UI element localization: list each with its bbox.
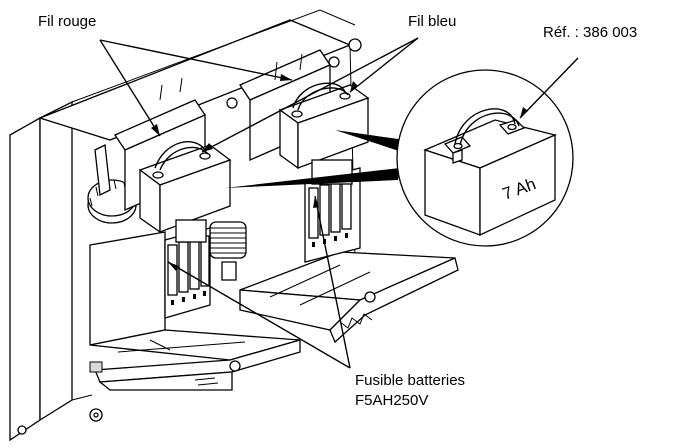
cabinet xyxy=(9,9,362,442)
leader-lines xyxy=(99,37,579,369)
battery-front-left xyxy=(138,141,232,234)
coil xyxy=(209,221,247,281)
zoom-wedges xyxy=(225,130,405,188)
drawer-right xyxy=(239,251,459,344)
arrowheads xyxy=(151,74,528,271)
label-red-wire: Fil rouge xyxy=(38,13,96,30)
label-fuse-line1: Fusible batteries xyxy=(355,372,465,389)
battery-magnified xyxy=(396,69,574,247)
label-reference: Réf. : 386 003 xyxy=(543,24,637,41)
fuse-block-left xyxy=(164,219,211,319)
label-fuse-line2: F5AH250V xyxy=(355,392,428,409)
label-blue-wire: Fil bleu xyxy=(408,13,456,30)
battery-front-right xyxy=(278,82,370,170)
drawer-left xyxy=(89,231,301,391)
